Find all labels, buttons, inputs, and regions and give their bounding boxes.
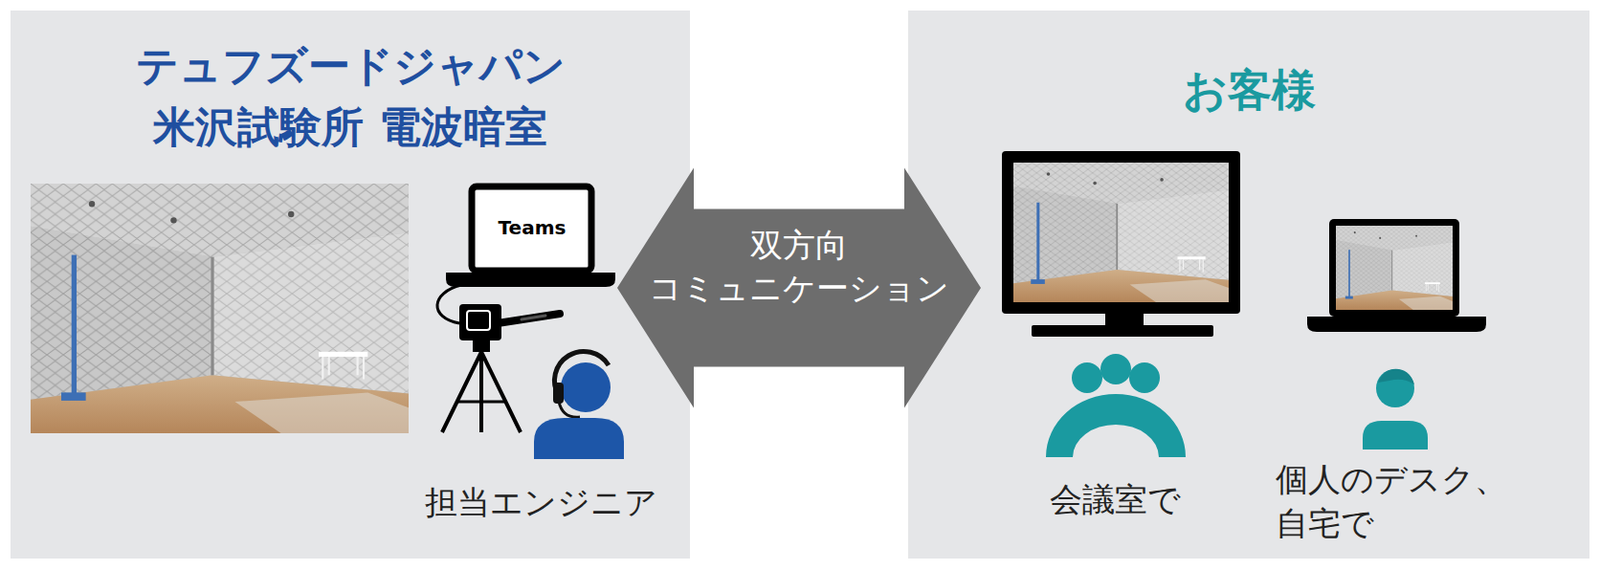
camera-cable [437, 285, 462, 324]
person-icon [1377, 369, 1415, 385]
engineer-label-box: 担当エンジニア [424, 481, 658, 524]
person-icon [1376, 369, 1415, 408]
double-arrow [617, 168, 981, 409]
person-icon [1362, 369, 1428, 450]
edge-label-box: 双方向 コミュニケーション [645, 223, 953, 311]
engineer-icon [533, 418, 624, 460]
customer-laptop-icon [1307, 219, 1487, 333]
panel-heading: お客様 [1019, 59, 1479, 121]
camera-tripod [442, 304, 560, 433]
engineer-icon [558, 401, 580, 418]
monitor-icon [1001, 151, 1241, 337]
engineer-icon [533, 351, 624, 460]
laptop-icon [471, 186, 592, 271]
monitor-icon [1001, 151, 1241, 314]
camera-tripod [442, 352, 521, 433]
customer-laptop-icon [1335, 225, 1453, 311]
laptop-icon [445, 186, 616, 288]
panel-heading: テュフズードジャパン 米沢試験所 電波暗室 [120, 35, 580, 158]
screen-app-name-box: Teams [498, 215, 567, 241]
chamber-photo [30, 183, 409, 434]
camera-tripod [472, 340, 490, 353]
monitor-icon [1105, 313, 1144, 327]
laptop-icon [445, 272, 616, 288]
camera-tripod [466, 311, 490, 331]
monitor-icon [1031, 325, 1214, 337]
engineer-label: 担当エンジニア [424, 481, 658, 524]
screen-app-name: Teams [498, 215, 567, 241]
meeting-room-label: 会議室で [1049, 478, 1181, 521]
meeting-group-icon [1045, 394, 1186, 458]
chamber-photo [30, 183, 409, 434]
engineer-icon [560, 362, 611, 413]
monitor-icon [1013, 162, 1229, 303]
customer-laptop-icon [1329, 219, 1460, 317]
person-icon [1362, 421, 1428, 450]
edge-label: 双方向 コミュニケーション [645, 223, 953, 311]
meeting-group-icon [1045, 354, 1186, 458]
meeting-group-icon [1100, 354, 1132, 385]
camera-tripod [521, 315, 546, 320]
customer-laptop-icon [1307, 316, 1487, 333]
meeting-group-icon [1071, 362, 1103, 394]
meeting-room-label-box: 会議室で [1049, 478, 1181, 521]
camera-tripod [497, 313, 560, 324]
camera-tripod [457, 400, 508, 404]
meeting-group-icon [1129, 362, 1160, 394]
camera-cable [437, 285, 462, 324]
home-desk-label-box: 個人のデスク、 自宅で [1275, 457, 1544, 546]
engineer-icon [553, 382, 564, 404]
home-desk-label: 個人のデスク、 自宅で [1275, 457, 1544, 546]
